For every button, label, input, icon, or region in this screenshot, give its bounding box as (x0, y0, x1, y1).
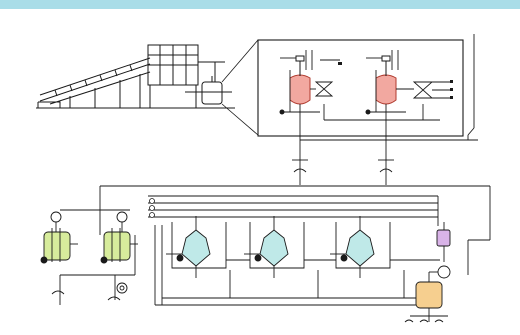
inset-callout-lines (221, 39, 259, 136)
reactor-vessel-1 (289, 55, 311, 105)
reactor-outlets (292, 150, 394, 185)
conical-vessel-1 (166, 216, 211, 278)
conical-vessel-3 (330, 216, 375, 278)
small-purple-vessel (436, 222, 451, 262)
conical-vessel-2 (244, 216, 289, 278)
reactor-inset (257, 39, 464, 137)
reactor-2-valve (396, 81, 434, 99)
header-valves (149, 198, 155, 218)
inclined-conveyor (36, 57, 235, 109)
inset-valves (279, 62, 453, 115)
feed-tank (201, 76, 223, 105)
reactor-vessel-2 (375, 55, 397, 105)
green-tank-1 (40, 211, 78, 264)
collection-tank (404, 265, 451, 323)
top-band (0, 0, 520, 9)
vessel-frames (171, 222, 440, 269)
green-tank-2 (100, 211, 138, 264)
reactor-1-valve (310, 81, 334, 97)
inset-piping (280, 34, 478, 150)
pump-symbol (51, 282, 128, 301)
